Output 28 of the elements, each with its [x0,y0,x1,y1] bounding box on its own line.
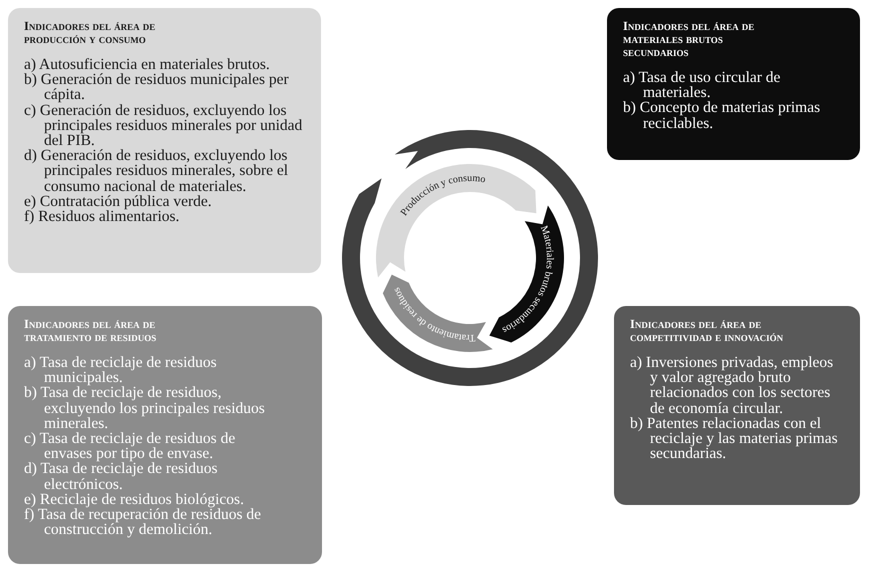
list-item: f) Residuos alimentarios. [24,209,180,224]
list-item: b) Tasa de reciclaje de residuos, excluyendo los principales residuos minerales. [24,385,266,432]
list-item: a) Inversiones privadas, empleos y valor agregado bruto relacionados con los sectores de economía circular. [630,355,834,416]
list-item: c) Generación de residuos, excluyendo los principales residuos minerales por unidad del PIB. [24,102,304,148]
panel-heading: Indicadores del área de materiales brutos secundarios [623,20,756,59]
list-item: f) Tasa de recuperación de residuos de construcción y demolición. [24,507,262,538]
panel-heading: Indicadores del área de tratamiento de residuos [24,318,158,344]
list-item: c) Tasa de reciclaje de residuos de envases por tipo de envase. [24,431,236,462]
curved-arrow-segment [489,205,564,342]
indicator-panel [614,306,860,505]
list-item: d) Generación de residuos, excluyendo los principales residuos minerales, sobre el consumo nacional de materiales. [24,148,290,194]
list-item: e) Reciclaje de residuos biológicos. [24,492,245,508]
list-item: b) Concepto de materias primas reciclables. [623,100,822,131]
curved-arrow-segment [382,274,493,352]
list-item: a) Tasa de reciclaje de residuos municipales. [24,355,217,386]
list-item: e) Contratación pública verde. [24,194,213,210]
list-item: b) Generación de residuos municipales per cápita. [24,72,290,103]
indicator-panel [607,8,860,160]
list-item: a) Tasa de uso circular de materiales. [623,70,782,100]
panel-heading: Indicadores del área de producción y consumo [24,20,156,46]
indicator-panel [8,8,321,273]
panel-heading: Indicadores del área de competitividad e innovación [630,318,784,344]
circular-band [342,130,598,386]
curved-arrow-segment [376,164,536,278]
list-item: d) Tasa de reciclaje de residuos electrónicos. [24,461,219,492]
list-item: b) Patentes relacionadas con el reciclaje y las materias primas secundarias. [630,416,839,462]
indicator-panel [8,306,322,564]
list-item: a) Autosuficiencia en materiales brutos. [24,57,271,72]
